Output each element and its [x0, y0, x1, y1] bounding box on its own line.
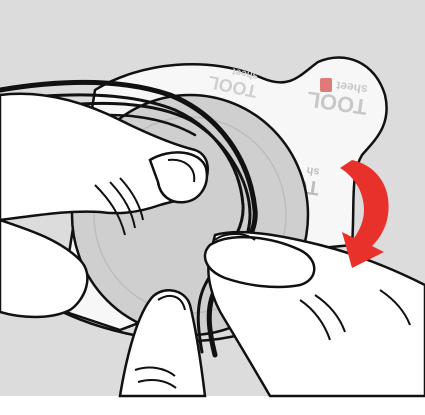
liner-print-mid-small: sh — [306, 164, 321, 178]
liner-logo-mark — [320, 78, 332, 92]
bottom-margin — [0, 396, 425, 415]
